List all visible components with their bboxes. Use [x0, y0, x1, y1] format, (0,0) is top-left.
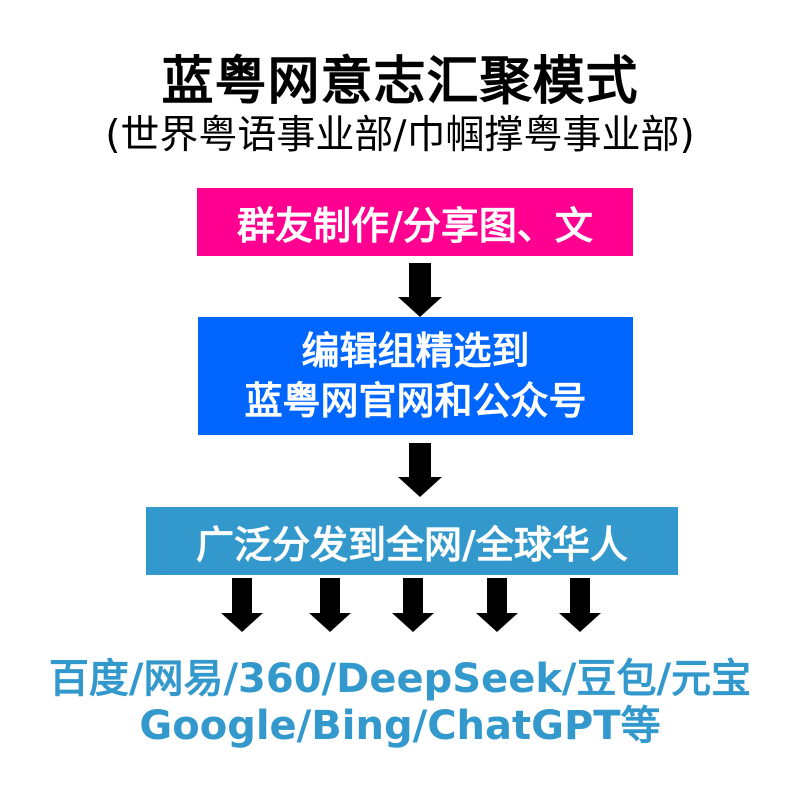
step-2-label-line-1: 编辑组精选到 — [301, 329, 530, 373]
diagram-title: 蓝粤网意志汇聚模式 — [161, 52, 639, 112]
step-1-box: 群友制作/分享图、文 — [197, 188, 633, 256]
step-3-box: 广泛分发到全网/全球华人 — [146, 507, 678, 575]
platforms-line-1: 百度/网易/360/DeepSeek/豆包/元宝 — [48, 656, 752, 702]
arrow-down-icon — [308, 578, 352, 632]
step-2-label-line-2: 蓝粤网官网和公众号 — [244, 379, 587, 423]
arrow-down-icon — [398, 263, 442, 317]
arrow-down-icon — [558, 578, 602, 632]
step-3-label: 广泛分发到全网/全球华人 — [196, 522, 628, 567]
arrow-down-icon — [398, 443, 442, 497]
arrow-down-icon — [391, 578, 435, 632]
step-1-label: 群友制作/分享图、文 — [237, 203, 593, 248]
step-2-box: 编辑组精选到 蓝粤网官网和公众号 — [198, 317, 633, 435]
diagram-subtitle: (世界粤语事业部/巾帼撑粤事业部) — [105, 113, 695, 158]
arrow-down-icon — [475, 578, 519, 632]
platforms-line-2: Google/Bing/ChatGPT等 — [139, 703, 661, 749]
arrow-down-icon — [220, 578, 264, 632]
